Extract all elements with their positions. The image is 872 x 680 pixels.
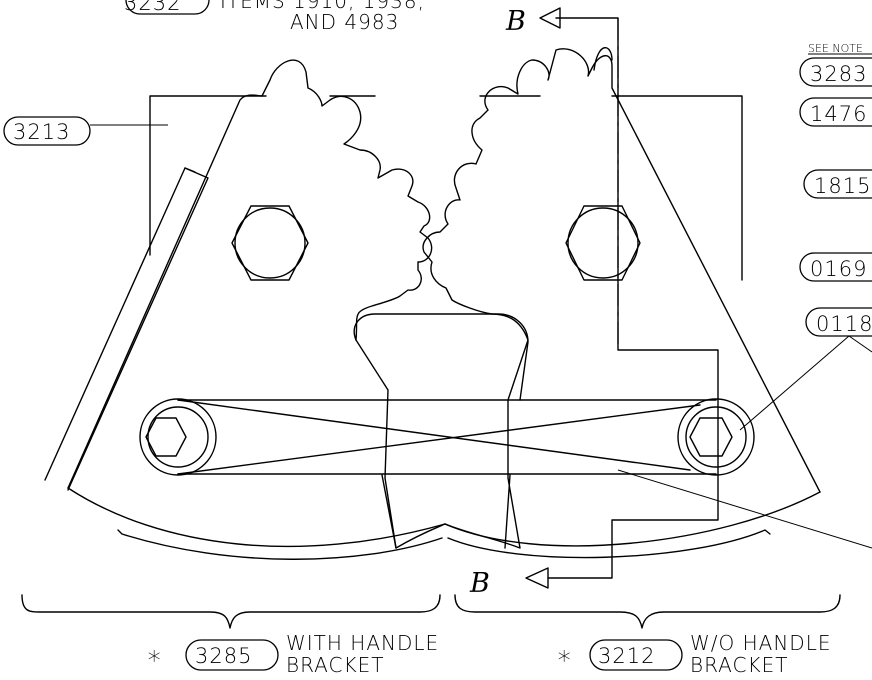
callout-number: 0118 <box>816 312 872 336</box>
callout-number: 0169 <box>810 257 867 281</box>
section-label-bottom: B <box>469 568 490 599</box>
back-plate <box>149 95 743 281</box>
assembly-label-line-2: BRACKET <box>690 653 788 677</box>
leader-line <box>739 335 850 431</box>
assembly-label-line-1: W/O HANDLE <box>690 631 831 655</box>
hex-bolt-left <box>231 205 309 281</box>
callout-3213: 3213 <box>3 116 168 146</box>
brace-right <box>454 594 841 629</box>
center-cam <box>353 313 529 549</box>
hex-bolt-right <box>565 205 641 281</box>
section-label-top: B <box>505 6 526 37</box>
callout-bubble <box>589 639 683 671</box>
assembly-label-line-2: BRACKET <box>286 653 384 677</box>
callout-number: 3212 <box>598 644 655 668</box>
callout-bubble-top <box>125 0 210 15</box>
callout-number: 3285 <box>195 644 252 668</box>
left-gear-sector <box>44 59 446 549</box>
callout-bubble <box>185 639 279 671</box>
callout-bubble <box>799 97 872 127</box>
assembly-callout-3212: ∗ 3212 W/O HANDLE BRACKET <box>556 631 831 677</box>
callout-number: 3232 <box>124 0 181 15</box>
note-line-2: AND 4983 <box>290 10 399 34</box>
callout-bubble <box>799 57 872 87</box>
leader-line <box>848 335 872 353</box>
link-bar <box>139 398 755 476</box>
assembly-callout-3285: ∗ 3285 WITH HANDLE BRACKET <box>146 631 439 677</box>
brace-left <box>21 594 441 629</box>
callout-bubble <box>803 169 872 199</box>
note-line-1: ITEMS 1910, 1938, <box>220 0 425 13</box>
section-line: B B <box>469 6 719 599</box>
bottom-guides <box>117 529 771 560</box>
section-arrow-bottom <box>525 567 549 589</box>
callout-number: 1815 <box>814 174 871 198</box>
callout-bubble <box>799 252 872 282</box>
asterisk-marker: ∗ <box>146 641 162 671</box>
callout-number: 3213 <box>13 120 70 144</box>
leader-line <box>617 469 872 549</box>
callout-bubble <box>3 116 91 146</box>
callout-number: 3283 <box>810 62 867 86</box>
top-note: 3232 ITEMS 1910, 1938, AND 4983 <box>124 0 425 34</box>
callout-number: 1476 <box>810 102 867 126</box>
see-note-label: SEE NOTE <box>808 42 863 55</box>
assembly-braces <box>21 594 841 629</box>
right-callouts: SEE NOTE 3283 1476 1815 0169 0118 <box>617 42 872 549</box>
assembly-label-line-1: WITH HANDLE <box>286 631 439 655</box>
asterisk-marker: ∗ <box>556 641 572 671</box>
callout-bubble <box>805 307 872 337</box>
right-gear-sector <box>422 47 821 549</box>
section-arrow-top <box>539 7 561 29</box>
